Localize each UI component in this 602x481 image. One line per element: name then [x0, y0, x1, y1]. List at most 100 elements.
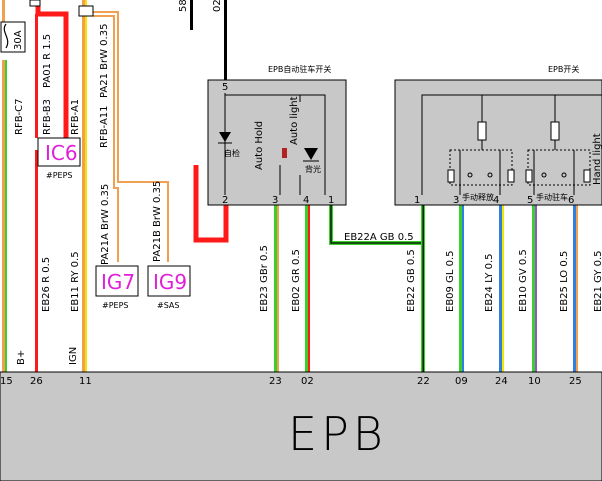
wire-label-eb25: EB25 LO 0.5 — [559, 251, 570, 312]
wire-eb02-stripe — [308, 205, 310, 372]
wire-label-pa21: PA21 BrW 0.35 — [99, 24, 110, 98]
wire-label-ign: IGN — [68, 347, 79, 365]
wire-label-pa21b: PA21B BrW 0.35 — [152, 181, 163, 262]
epb-pin-5: 5 — [527, 195, 533, 206]
bottom-pin-22: 22 — [417, 376, 430, 387]
wire-eb11-stripe — [85, 0, 87, 372]
epb-pin-6: 6 — [568, 195, 574, 206]
release-label: 手动释放 — [462, 192, 494, 202]
connector-ic6: IC6 #PEPS — [37, 137, 81, 180]
wire-eb23 — [274, 205, 277, 372]
auto-hold-label: Auto Hold — [254, 121, 265, 170]
connector-ig9-label: IG9 — [153, 270, 187, 294]
wire-rfb-b3 — [35, 14, 38, 138]
bottom-pin-09: 09 — [455, 376, 468, 387]
wire-label-pa21a: PA21A BrW 0.35 — [100, 184, 111, 265]
wire-eb10 — [532, 205, 535, 372]
light-label: 背光 — [305, 164, 321, 174]
bottom-pin-11: 11 — [79, 376, 92, 387]
wire-eb24-stripe — [502, 205, 504, 372]
hand-light-label: Hand light — [592, 133, 602, 185]
wire-label-02: 02 — [212, 0, 223, 12]
wire-pa21 — [93, 11, 169, 262]
bottom-pin-26: 26 — [30, 376, 43, 387]
wire-label-eb22a: EB22A GB 0.5 — [344, 232, 414, 243]
auto-hold-pin-3: 3 — [272, 195, 278, 206]
epb-switch-title: EPB开关 — [548, 64, 579, 74]
apply-label: 手动驻车 — [536, 192, 568, 202]
wire-rfb-c7 — [2, 60, 5, 372]
wire-eb22a-core — [330, 205, 423, 244]
wire-pa01-red — [35, 0, 69, 140]
wire-label-eb02: EB02 GR 0.5 — [291, 249, 302, 312]
wire-eb11 — [82, 0, 85, 372]
wire-pa01-red-lower — [35, 150, 38, 372]
wire-58 — [190, 0, 193, 30]
wire-eb09-stripe — [462, 205, 464, 372]
terminal-top-left — [29, 0, 41, 7]
wire-label-eb23: EB23 GBr 0.5 — [259, 245, 270, 312]
wire-label-rfb-a1: RFB-A1 — [70, 99, 81, 135]
bottom-pin-02: 02 — [301, 376, 314, 387]
wire-label-b-plus: B+ — [16, 350, 27, 365]
wire-eb10-stripe — [535, 205, 537, 372]
epb-pin-1: 1 — [414, 195, 420, 206]
connector-ig7: IG7 #PEPS — [95, 265, 139, 310]
auto-hold-switch-title: EPB自动驻车开关 — [268, 64, 331, 74]
auto-hold-button-icon — [282, 148, 287, 158]
auto-hold-pin-2: 2 — [222, 195, 228, 206]
auto-hold-pin-4: 4 — [303, 195, 309, 206]
wire-label-rfb-b3: RFB-B3 — [42, 99, 53, 135]
epb-module-box — [0, 371, 602, 481]
wire-eb09 — [459, 205, 462, 372]
connector-ig7-label: IG7 — [101, 270, 135, 294]
wire-eb23-stripe — [277, 205, 279, 372]
bottom-pin-25: 25 — [569, 376, 582, 387]
fuse-wire — [2, 0, 5, 22]
wire-label-eb26: EB26 R 0.5 — [41, 257, 52, 312]
auto-hold-pin-5: 5 — [222, 82, 228, 93]
bottom-pin-24: 24 — [495, 376, 508, 387]
bottom-pin-23: 23 — [269, 376, 282, 387]
wire-label-eb11: EB11 RY 0.5 — [70, 251, 81, 312]
wire-eb02 — [305, 205, 308, 372]
wire-rfb-c7-stripe — [5, 60, 7, 372]
epb-module-title: EPB — [288, 407, 387, 461]
wire-eb24 — [499, 205, 502, 372]
bottom-pin-10: 10 — [528, 376, 541, 387]
connector-ig9-note: #SAS — [157, 301, 179, 310]
epb-pin-4: 4 — [493, 195, 499, 206]
epb-pin-3: 3 — [453, 195, 459, 206]
epb-switch: EPB开关 Hand light 手动释放 手动驻车 1 3 4 5 6 — [394, 64, 602, 206]
bottom-pin-15: 15 — [0, 376, 13, 387]
terminal-top-mid — [78, 5, 94, 17]
wire-label-eb09: EB09 GL 0.5 — [445, 251, 456, 312]
resistor-right-icon — [550, 121, 560, 141]
wire-label-rfb-c7: RFB-C7 — [14, 98, 25, 135]
wire-label-eb-partial: EB21 GY 0.5 — [593, 250, 602, 312]
wire-label-pa01: PA01 R 1.5 — [42, 34, 53, 88]
connector-ig7-note: #PEPS — [102, 301, 128, 310]
wire-label-eb24: EB24 LY 0.5 — [484, 253, 495, 312]
fuse-icon — [3, 23, 9, 49]
auto-hold-pin-1: 1 — [328, 195, 334, 206]
wire-label-eb22: EB22 GB 0.5 — [406, 249, 417, 312]
auto-light-led-icon — [304, 148, 318, 160]
auto-light-label: Auto light — [289, 96, 300, 145]
wire-pa21-inner — [93, 15, 119, 262]
resistor-left-icon — [477, 121, 487, 141]
wire-02-top — [224, 0, 227, 80]
indicator-led-icon — [219, 132, 231, 142]
epb-switch-box — [394, 79, 602, 206]
wire-label-rfb-a11: RFB-A11 — [99, 105, 110, 148]
wire-label-eb10: EB10 GV 0.5 — [518, 249, 529, 312]
wire-auto-hold-red — [193, 165, 229, 243]
wire-eb22-core — [422, 205, 424, 372]
wire-eb25-stripe — [576, 205, 578, 372]
wire-eb25 — [573, 205, 576, 372]
wire-label-58: 58 — [178, 0, 189, 12]
auto-hold-switch: EPB自动驻车开关 Auto Hold Auto light 自检 背光 5 2… — [207, 64, 347, 206]
indicator-label: 自检 — [224, 148, 240, 158]
connector-ic6-note: #PEPS — [46, 171, 72, 180]
